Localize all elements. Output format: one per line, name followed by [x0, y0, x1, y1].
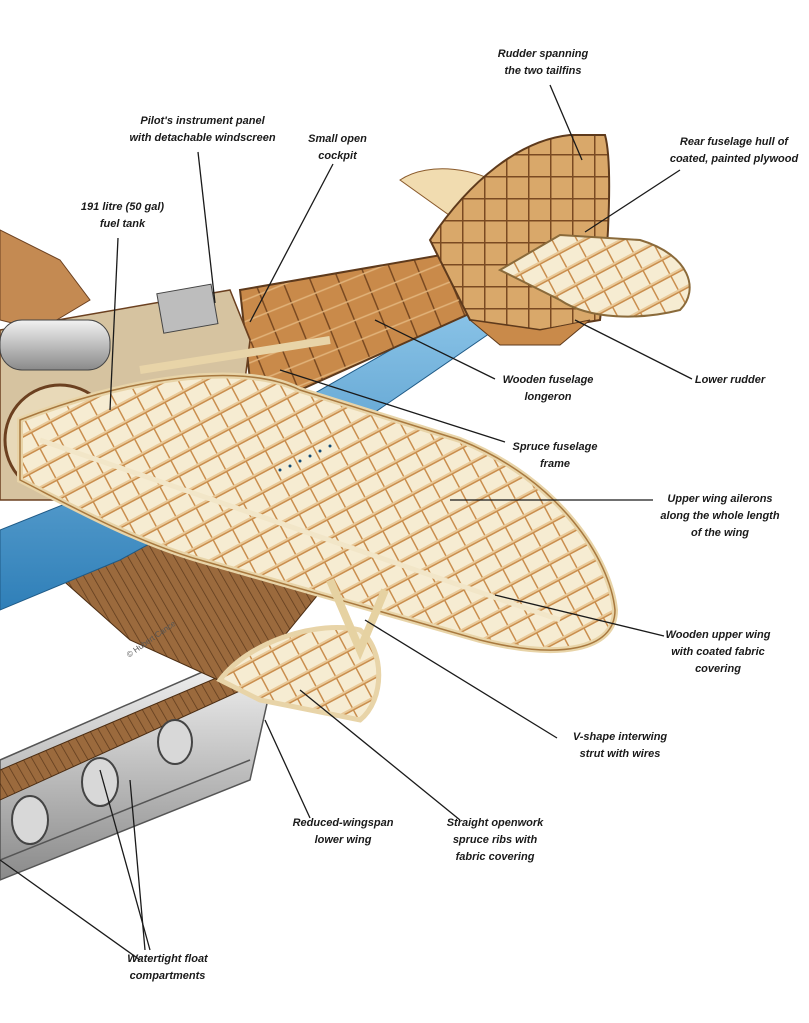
label-spruce-fuselage-frame: Spruce fuselage frame — [512, 441, 598, 470]
label-lower-rudder: Lower rudder — [694, 374, 766, 386]
left-wing-fragment — [0, 229, 91, 331]
lower-rudder-fin — [468, 319, 591, 346]
label-lower-wing: Reduced-wingspan lower wing — [292, 817, 394, 846]
label-rudder: Rudder spanning the two tailfins — [497, 48, 589, 77]
leader-lines — [0, 84, 693, 961]
label-instrument-panel: Pilot's instrument panel with detachable… — [129, 115, 276, 144]
label-upper-wing-ailerons: Upper wing ailerons along the whole leng… — [660, 493, 780, 539]
horizontal-stabiliser — [497, 233, 691, 318]
upper-wing — [17, 336, 619, 653]
label-fuel-tank: 191 litre (50 gal) fuel tank — [80, 201, 165, 230]
label-spruce-ribs: Straight openwork spruce ribs with fabri… — [446, 817, 544, 863]
label-fuselage-longeron: Wooden fuselage longeron — [502, 374, 594, 403]
float-hull — [0, 659, 271, 881]
interwing-strut — [326, 578, 389, 661]
lower-wing-right — [216, 624, 382, 723]
label-interwing-strut: V-shape interwing strut with wires — [572, 731, 668, 760]
belly-rivets — [278, 444, 332, 472]
label-rear-fuselage-hull: Rear fuselage hull of coated, painted pl… — [669, 136, 799, 165]
label-upper-wing: Wooden upper wing with coated fabric cov… — [665, 629, 771, 675]
label-float-compartments: Watertight float compartments — [127, 953, 208, 982]
label-cockpit: Small open cockpit — [308, 133, 367, 162]
